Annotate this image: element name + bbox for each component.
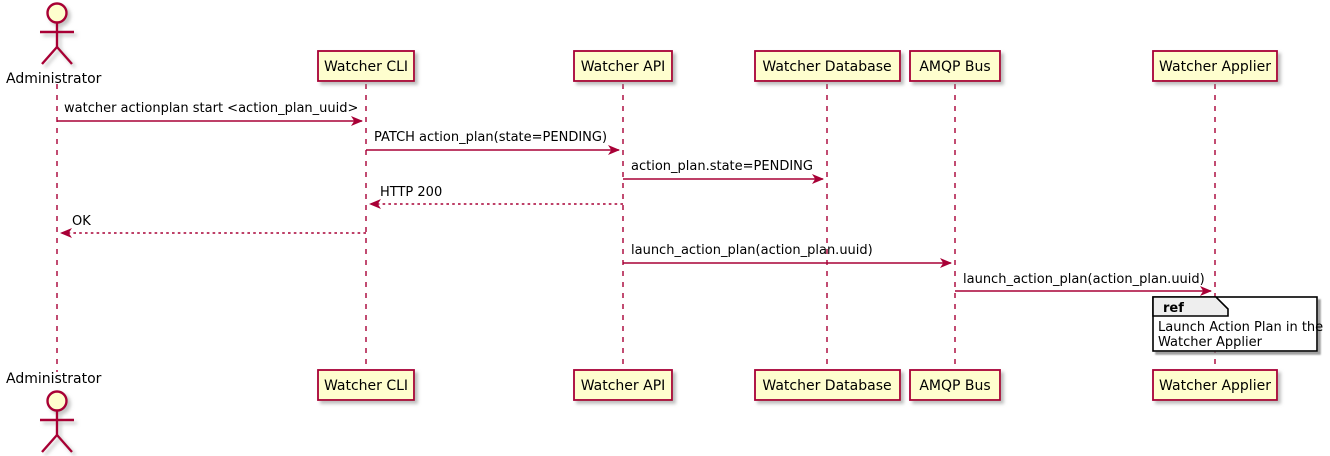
participant-rect	[754, 369, 901, 401]
message-2-patch-action-plan[interactable]: PATCH action_plan(state=PENDING)	[366, 130, 620, 155]
message-label: PATCH action_plan(state=PENDING)	[374, 130, 607, 145]
participant-rect	[317, 50, 415, 82]
message-3-action-plan-state-pending[interactable]: action_plan.state=PENDING	[623, 159, 824, 184]
message-label: watcher actionplan start <action_plan_uu…	[64, 101, 358, 116]
participant-box-watcher-api-bottom[interactable]: Watcher API	[573, 369, 673, 401]
participant-rect	[317, 369, 415, 401]
participant-rect	[573, 50, 673, 82]
actor-label-administrator-bottom: Administrator	[6, 371, 102, 387]
ref-fragment-title: ref	[1163, 301, 1184, 316]
message-label: launch_action_plan(action_plan.uuid)	[631, 243, 873, 258]
participant-label: Watcher CLI	[324, 59, 408, 75]
actor-administrator-top[interactable]	[40, 2, 74, 65]
participant-box-amqp-bus-bottom[interactable]: AMQP Bus	[909, 369, 1001, 401]
actor-label-administrator-top: Administrator	[6, 71, 102, 87]
participant-label: AMQP Bus	[919, 378, 990, 394]
message-4-http-200[interactable]: HTTP 200	[369, 185, 623, 209]
participant-rect	[1152, 369, 1278, 401]
actor-leg-left-line	[41, 434, 58, 453]
participant-box-watcher-cli-bottom[interactable]: Watcher CLI	[317, 369, 415, 401]
participant-label: Watcher Applier	[1159, 378, 1271, 394]
message-label: HTTP 200	[380, 185, 442, 200]
participant-label: Watcher API	[581, 378, 666, 394]
participant-rect	[909, 50, 1001, 82]
participant-rect	[754, 50, 901, 82]
participant-box-watcher-applier-bottom[interactable]: Watcher Applier	[1152, 369, 1278, 401]
participant-label: Watcher Database	[762, 59, 891, 75]
participant-box-amqp-bus-top[interactable]: AMQP Bus	[909, 50, 1001, 82]
message-6-launch-action-plan-to-bus[interactable]: launch_action_plan(action_plan.uuid)	[623, 243, 952, 268]
message-1-watcher-actionplan-start[interactable]: watcher actionplan start <action_plan_uu…	[57, 101, 363, 126]
participant-rect	[1152, 50, 1278, 82]
message-5-ok[interactable]: OK	[60, 214, 366, 238]
participant-box-watcher-api-top[interactable]: Watcher API	[573, 50, 673, 82]
message-label: action_plan.state=PENDING	[631, 159, 813, 174]
participant-label: Watcher CLI	[324, 378, 408, 394]
participant-box-watcher-database-top[interactable]: Watcher Database	[754, 50, 901, 82]
actor-head-icon	[46, 390, 68, 412]
actor-administrator-bottom[interactable]	[40, 390, 74, 453]
message-7-launch-action-plan-to-applier[interactable]: launch_action_plan(action_plan.uuid)	[955, 272, 1212, 296]
participant-box-watcher-applier-top[interactable]: Watcher Applier	[1152, 50, 1278, 82]
ref-fragment-line-1: Launch Action Plan in the	[1158, 320, 1323, 335]
ref-fragment[interactable]: ref Launch Action Plan in the Watcher Ap…	[1152, 296, 1323, 352]
lifelines-group	[56, 84, 1216, 372]
ref-fragment-tab	[1152, 296, 1229, 317]
actor-leg-right-line	[56, 434, 73, 453]
message-label: launch_action_plan(action_plan.uuid)	[963, 272, 1205, 287]
participant-label: Watcher API	[581, 59, 666, 75]
participant-box-watcher-cli-top[interactable]: Watcher CLI	[317, 50, 415, 82]
participant-label: AMQP Bus	[919, 59, 990, 75]
actor-leg-left-line	[41, 46, 58, 65]
participant-label: Watcher Database	[762, 378, 891, 394]
participant-rect	[909, 369, 1001, 401]
ref-fragment-line-2: Watcher Applier	[1158, 335, 1263, 350]
participant-box-watcher-database-bottom[interactable]: Watcher Database	[754, 369, 901, 401]
participant-rect	[573, 369, 673, 401]
actor-head-icon	[46, 2, 68, 24]
message-label: OK	[72, 214, 91, 229]
actor-leg-right-line	[56, 46, 73, 65]
participant-label: Watcher Applier	[1159, 59, 1271, 75]
